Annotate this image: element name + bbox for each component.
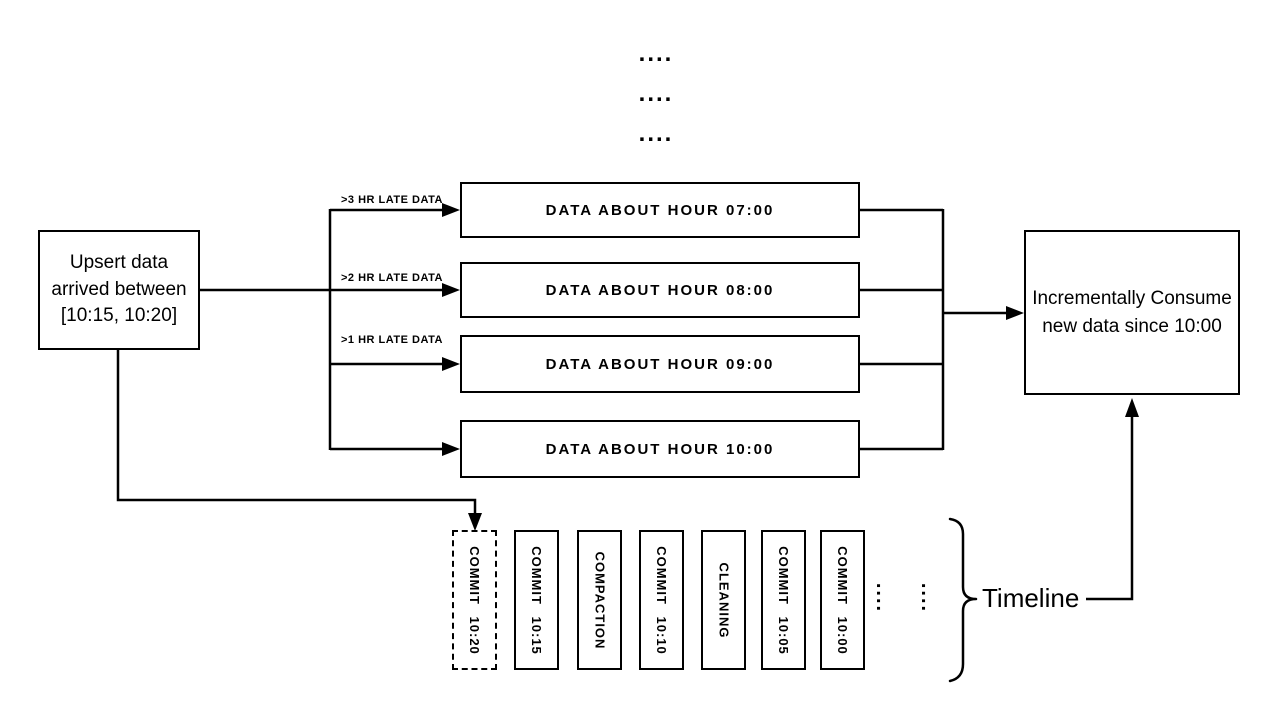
hour-box-0700: DATA ABOUT HOUR 07:00 bbox=[460, 182, 860, 238]
hour-box-label: DATA ABOUT HOUR 07:00 bbox=[545, 201, 775, 219]
hour-box-1000: DATA ABOUT HOUR 10:00 bbox=[460, 420, 860, 478]
timeline-item-label: COMMIT 10:15 bbox=[529, 545, 545, 655]
continuation-dots-row: .... bbox=[638, 40, 674, 67]
timeline-to-consume-arrow bbox=[1086, 398, 1139, 601]
timeline-ellipsis: .... bbox=[872, 582, 894, 614]
timeline-item-label: COMMIT 10:20 bbox=[467, 545, 483, 655]
upsert-to-branch-line bbox=[200, 209, 332, 450]
upsert-data-line: Upsert data bbox=[69, 252, 169, 274]
timeline-item-commit-1010: COMMIT 10:10 bbox=[639, 530, 684, 670]
timeline-item-label: COMMIT 10:10 bbox=[654, 545, 670, 655]
late-data-arrows bbox=[330, 203, 460, 456]
hour-box-0900: DATA ABOUT HOUR 09:00 bbox=[460, 335, 860, 393]
timeline-brace bbox=[948, 517, 978, 683]
timeline-item-cleaning: CLEANING bbox=[701, 530, 746, 670]
upsert-data-line: arrived between bbox=[51, 278, 187, 300]
timeline-item-compaction: COMPACTION bbox=[577, 530, 622, 670]
hour-box-label: DATA ABOUT HOUR 10:00 bbox=[545, 440, 775, 458]
hour-box-0800: DATA ABOUT HOUR 08:00 bbox=[460, 262, 860, 318]
incremental-consume-box: Incrementally Consume new data since 10:… bbox=[1024, 230, 1240, 395]
timeline-item-commit-1020: COMMIT 10:20 bbox=[452, 530, 497, 670]
late-data-label-3hr: >3 HR LATE DATA bbox=[341, 194, 443, 206]
timeline-item-commit-1005: COMMIT 10:05 bbox=[761, 530, 806, 670]
timeline-item-label: COMPACTION bbox=[592, 551, 607, 649]
timeline-item-label: CLEANING bbox=[716, 562, 732, 638]
late-data-label-2hr: >2 HR LATE DATA bbox=[341, 272, 443, 284]
timeline-item-label: COMMIT 10:05 bbox=[776, 545, 792, 655]
timeline-item-label: COMMIT 10:00 bbox=[835, 545, 851, 655]
upsert-data-line: [10:15, 10:20] bbox=[60, 305, 178, 327]
upsert-data-box: Upsert data arrived between [10:15, 10:2… bbox=[38, 230, 200, 350]
timeline-item-commit-1015: COMMIT 10:15 bbox=[514, 530, 559, 670]
bus-to-consume-arrow bbox=[943, 306, 1024, 320]
continuation-dots-row: .... bbox=[638, 120, 674, 147]
incremental-consume-line: Incrementally Consume bbox=[1032, 287, 1232, 309]
timeline-item-commit-1000: COMMIT 10:00 bbox=[820, 530, 865, 670]
incremental-consume-line: new data since 10:00 bbox=[1042, 315, 1222, 337]
upsert-to-commit-arrow bbox=[116, 350, 482, 531]
late-data-label-1hr: >1 HR LATE DATA bbox=[341, 334, 443, 346]
timeline-ellipsis: .... bbox=[917, 582, 939, 614]
continuation-dots-row: .... bbox=[638, 80, 674, 107]
hour-box-label: DATA ABOUT HOUR 09:00 bbox=[545, 355, 775, 373]
hour-box-label: DATA ABOUT HOUR 08:00 bbox=[545, 281, 775, 299]
timeline-label: Timeline bbox=[982, 583, 1080, 613]
hour-boxes-to-bus-lines bbox=[860, 208, 945, 451]
